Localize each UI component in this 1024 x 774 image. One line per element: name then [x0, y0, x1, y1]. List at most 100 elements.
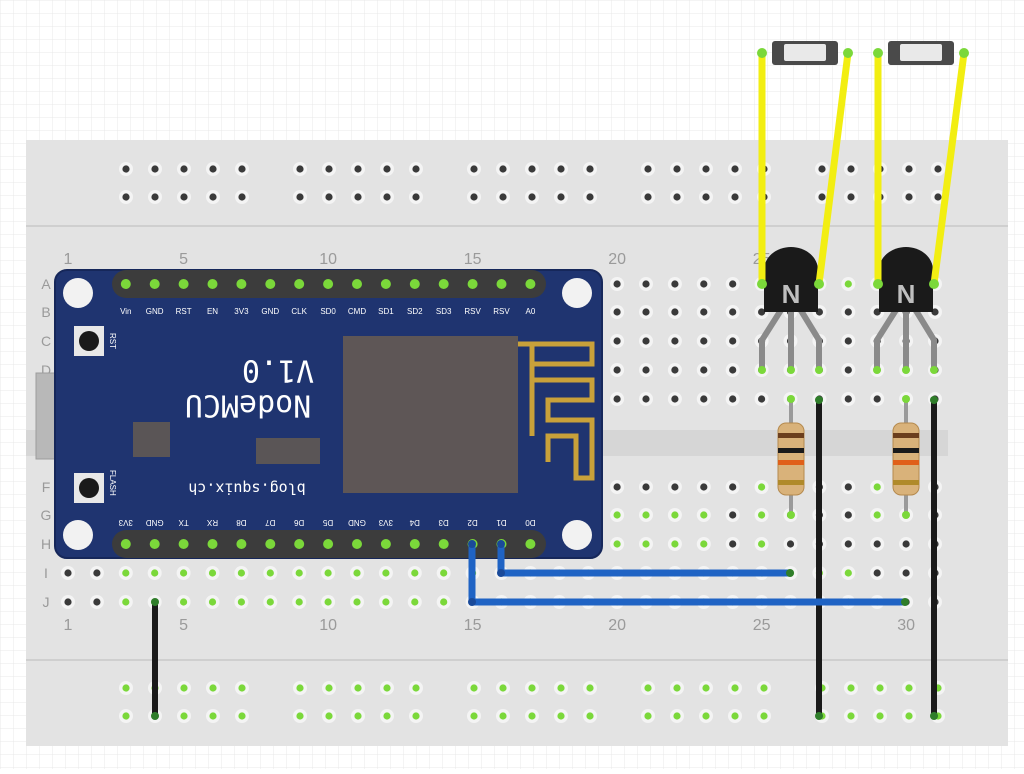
pin-label-top: CLK [291, 307, 307, 316]
pin-label-top: SD1 [378, 307, 394, 316]
transistor-body [879, 247, 933, 312]
transistor-1: N [758, 247, 823, 374]
rail-hole-center [876, 712, 884, 720]
pin-label-bottom: D6 [294, 518, 305, 527]
resistor-band [893, 448, 919, 453]
rail-hole-center [383, 165, 391, 173]
header-pin [207, 539, 218, 549]
hole-center [295, 569, 303, 577]
hole-center [786, 540, 795, 548]
header-pin [294, 279, 305, 289]
rail-hole-center [586, 684, 594, 692]
pin-label-bottom: D1 [496, 518, 507, 527]
rail-hole-center [905, 193, 913, 201]
header-pin [294, 539, 305, 549]
hole-center [93, 569, 101, 577]
header-pin [120, 539, 131, 549]
rail-hole-center [586, 193, 594, 201]
pin-label-top: A0 [526, 307, 536, 316]
header-pin [149, 539, 160, 549]
hole-center [873, 540, 881, 548]
rail-hole-center [818, 193, 826, 201]
column-number-top: 10 [319, 251, 337, 268]
pin-label-top: GND [261, 307, 279, 316]
rail-hole-center [296, 165, 304, 173]
pin-label-top: SD0 [320, 307, 336, 316]
row-letter: G [41, 507, 52, 523]
rail-hole-center [238, 165, 246, 173]
rail-hole-center [557, 165, 565, 173]
hole-center [844, 483, 852, 491]
pin-label-top: CMD [348, 307, 366, 316]
resistor-1 [777, 395, 805, 519]
transistor-label: N [782, 279, 801, 309]
hole-center [902, 569, 910, 577]
rail-hole-center [238, 193, 246, 201]
rail-hole-center [325, 712, 333, 720]
lead-end [930, 366, 938, 374]
hole-center [758, 511, 766, 519]
rail-hole-center [673, 193, 681, 201]
header-pin [265, 539, 276, 549]
rail-hole-center [122, 193, 130, 201]
rail-hole-center [325, 165, 333, 173]
pin-label-bottom: TX [178, 518, 189, 527]
rail-hole-center [325, 193, 333, 201]
header-pin [380, 279, 391, 289]
rail-hole-center [731, 193, 739, 201]
rail-hole-center [209, 684, 217, 692]
blue-wires [468, 540, 909, 606]
hole-center [64, 598, 72, 606]
hole-center [844, 569, 852, 577]
pin-label-top: SD3 [436, 307, 452, 316]
hole-center [844, 308, 852, 316]
hole-center [729, 337, 737, 345]
resistor-body [777, 422, 805, 496]
column-number-bottom: 20 [608, 617, 626, 634]
hole-center [671, 308, 679, 316]
rail-hole-center [470, 193, 478, 201]
hole-center [613, 308, 621, 316]
rail-hole-center [354, 193, 362, 201]
hole-center [440, 598, 448, 606]
hole-center [729, 395, 737, 403]
rail-hole-center [702, 165, 710, 173]
column-number-top: 15 [464, 251, 482, 268]
rail-hole-center [180, 684, 188, 692]
rail-hole-center [412, 193, 420, 201]
rail-hole-center [702, 193, 710, 201]
rail-hole-center [470, 684, 478, 692]
hole-center [844, 511, 852, 519]
rail-hole-center [934, 193, 942, 201]
pin-label-bottom: GND [146, 518, 164, 527]
header-pin [525, 539, 536, 549]
lead-end [758, 366, 766, 374]
pushbutton-1[interactable] [772, 41, 838, 65]
pin-label-top: RSV [493, 307, 510, 316]
rail-hole-center [470, 712, 478, 720]
hole-center [700, 483, 708, 491]
mount-hole-tl [63, 278, 93, 308]
esp-chip [343, 336, 518, 493]
rail-hole-center [905, 712, 913, 720]
hole-center [700, 366, 708, 374]
hole-center [642, 483, 650, 491]
rail-hole-center [528, 712, 536, 720]
column-number-bottom: 5 [179, 617, 188, 634]
hole-center [64, 569, 72, 577]
nodemcu-url: blog.squix.ch [188, 480, 305, 498]
hole-center [440, 569, 448, 577]
row-letter: F [42, 479, 51, 495]
hole-center [208, 598, 217, 606]
rst-button-cap [79, 331, 99, 351]
hole-center [122, 598, 130, 606]
header-pin [525, 279, 536, 289]
rail-hole-center [934, 165, 942, 173]
rail-hole-center [296, 193, 304, 201]
rail-hole-center [209, 165, 217, 173]
resistor-band [778, 480, 804, 485]
transistor-lead [911, 306, 937, 370]
column-number-bottom: 25 [753, 617, 771, 634]
rail-hole-center [412, 712, 420, 720]
pushbutton-2[interactable] [888, 41, 954, 65]
